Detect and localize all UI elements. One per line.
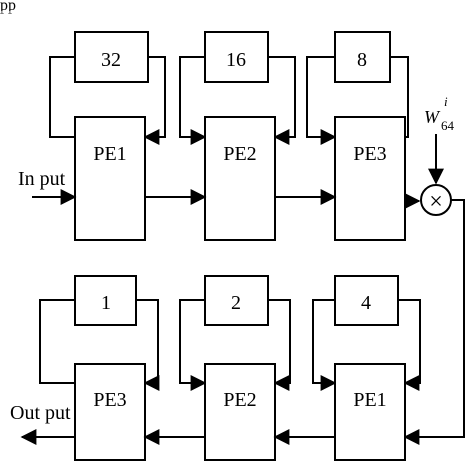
delay-label-4: 4 xyxy=(361,292,371,314)
delay-label-32: 32 xyxy=(101,49,121,71)
stage2-loop-3 xyxy=(312,299,421,391)
stage2-pe3-label: PE3 xyxy=(93,389,126,411)
multiplier-symbol: × xyxy=(429,189,443,215)
twiddle-sub: 64 xyxy=(441,118,455,133)
delay-box-16 xyxy=(204,31,269,83)
stage2-pe2-box xyxy=(204,363,276,461)
delay-box-32 xyxy=(74,31,149,83)
stage2-pe3-box xyxy=(74,363,146,461)
twiddle-sup: i xyxy=(444,94,448,109)
stage1-pe2-box xyxy=(204,116,276,241)
stage1-pe3-label: PE3 xyxy=(353,143,386,165)
stage1-loop-2 xyxy=(179,56,296,145)
delay-box-8 xyxy=(334,31,391,83)
stage2-loop-1 xyxy=(39,299,160,391)
stage2-pe1-label: PE1 xyxy=(353,389,386,411)
delay-box-2 xyxy=(204,275,269,326)
stage1-pe1-label: PE1 xyxy=(93,143,126,165)
twiddle-base: W xyxy=(424,107,441,127)
stage2-pe1-box xyxy=(334,363,406,461)
stage1-pe3-box xyxy=(334,116,406,241)
stage2-loop-2 xyxy=(179,299,291,391)
stage1-pe2-label: PE2 xyxy=(223,143,256,165)
delay-label-16: 16 xyxy=(226,49,246,71)
delay-label-8: 8 xyxy=(357,49,367,71)
stage1-pe1-box xyxy=(74,116,146,241)
stage2-pe2-label: PE2 xyxy=(223,389,256,411)
mult-to-stage2-wire xyxy=(403,199,465,445)
header-fragment: pp xyxy=(0,0,16,14)
delay-box-4 xyxy=(334,275,399,326)
stage1-loop-3 xyxy=(306,56,409,145)
delay-label-2: 2 xyxy=(231,292,241,314)
input-label: In put xyxy=(18,168,66,190)
delay-box-1 xyxy=(74,275,137,326)
output-label: Out put xyxy=(10,402,71,424)
delay-label-1: 1 xyxy=(101,292,111,314)
stage1-loop-1 xyxy=(49,56,166,145)
